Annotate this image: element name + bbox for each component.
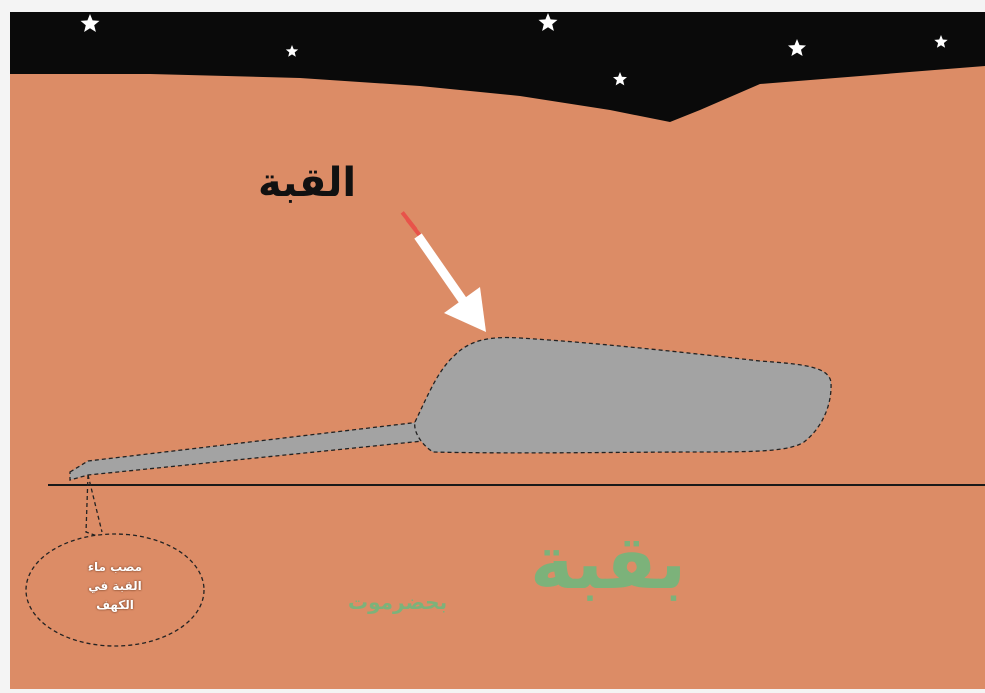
site-title: بقبة [530,520,686,606]
site-subtitle: بحضرموت [348,590,447,614]
dome-label: القبة [258,160,356,206]
callout-text: مصب ماء القبة في الكهف [40,558,190,615]
callout-line: الكهف [40,596,190,615]
callout-line: القبة في [40,577,190,596]
callout-line: مصب ماء [40,558,190,577]
